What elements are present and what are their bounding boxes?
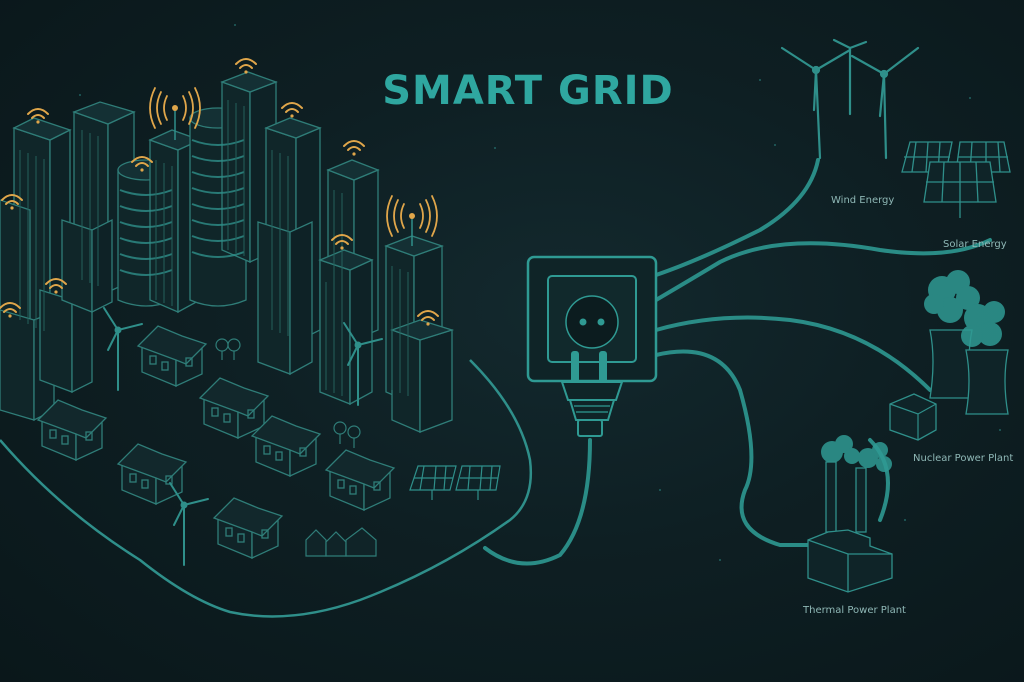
power-outlet — [526, 255, 658, 383]
power-plug — [560, 351, 624, 437]
thermal-plant — [807, 435, 893, 593]
label-thermal-power-plant: Thermal Power Plant — [803, 605, 906, 616]
page-title: SMART GRID — [382, 68, 674, 114]
label-nuclear-power-plant: Nuclear Power Plant — [913, 453, 1014, 464]
house — [117, 443, 187, 505]
house — [199, 377, 269, 439]
building-windows — [19, 100, 409, 396]
wifi-signal-icon — [343, 140, 365, 157]
label-wind-energy: Wind Energy — [831, 195, 895, 206]
house — [137, 325, 207, 387]
city-wind-turbine — [103, 307, 143, 391]
trees — [215, 338, 361, 448]
house — [213, 497, 283, 559]
city-buildings — [0, 71, 455, 433]
city-platform-outline — [0, 359, 532, 618]
background-stars — [79, 24, 1001, 561]
city-solar-panels — [409, 465, 501, 500]
label-solar-energy: Solar Energy — [943, 239, 1007, 250]
small-houses — [305, 527, 377, 557]
power-cables — [483, 158, 992, 566]
cell-antennas — [149, 87, 438, 246]
house — [37, 399, 107, 461]
solar-farm — [901, 141, 1011, 218]
house — [251, 415, 321, 477]
cylinder-stripes — [119, 139, 245, 276]
wind-farm — [780, 38, 920, 160]
nuclear-plant — [889, 270, 1009, 441]
house — [325, 449, 395, 511]
